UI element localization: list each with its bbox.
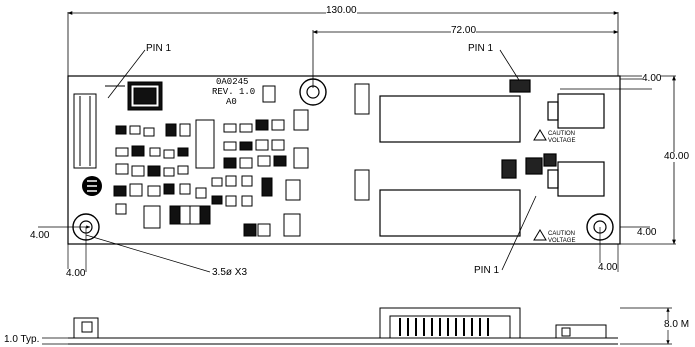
smd-part xyxy=(271,139,285,151)
smd-part xyxy=(149,147,161,157)
smd-part xyxy=(115,203,127,215)
caution-sub-bottom: VOLTAGE xyxy=(548,238,576,244)
smd-part xyxy=(225,175,237,187)
connector-right-top xyxy=(509,79,605,129)
board-thickness-label: 1.0 Typ. xyxy=(4,334,40,345)
side-view xyxy=(68,307,618,345)
smd-part xyxy=(115,163,129,175)
smd-components xyxy=(113,119,287,237)
dim-left-vertical-label: 4.00 xyxy=(66,268,86,279)
pin1-callout-bottom-right: PIN 1 xyxy=(474,265,500,276)
smd-part xyxy=(257,155,271,167)
smd-part xyxy=(241,175,253,187)
silk-part-number: 0A0245 xyxy=(216,77,249,87)
side-view-fins xyxy=(399,318,489,336)
caution-triangle-bottom xyxy=(533,229,547,241)
dim-hole-offset xyxy=(312,30,619,88)
pcb-outline xyxy=(67,75,621,245)
smd-part xyxy=(261,177,273,197)
silk-revision: REV. 1.0 xyxy=(212,87,256,97)
smd-part xyxy=(179,205,191,225)
smd-part xyxy=(163,149,175,159)
pin1-callout-left: PIN 1 xyxy=(146,43,172,54)
smd-part xyxy=(189,205,201,225)
smd-part xyxy=(165,123,177,137)
dim-right-bottom-vertical-label: 4.00 xyxy=(598,262,618,273)
mounting-hole-left xyxy=(72,213,100,241)
caution-label-bottom: CAUTION xyxy=(548,231,575,237)
smd-part xyxy=(199,205,211,225)
caution-label-top: CAUTION xyxy=(548,131,575,137)
smd-part xyxy=(115,147,129,157)
dim-side-height-label: 8.0 M xyxy=(664,319,690,330)
smd-part xyxy=(223,141,237,151)
transformer-bottom xyxy=(379,189,521,237)
smd-part xyxy=(129,125,141,135)
caution-sub-top: VOLTAGE xyxy=(548,138,576,144)
smd-part xyxy=(255,139,269,151)
smd-part xyxy=(257,223,271,237)
smd-part xyxy=(239,141,253,151)
manufacturer-logo xyxy=(82,176,102,196)
smd-part xyxy=(177,165,189,175)
dim-left-edges xyxy=(38,225,211,273)
dim-overall-length-label: 130.00 xyxy=(326,5,357,16)
smd-part xyxy=(131,165,145,177)
smd-part xyxy=(241,195,253,207)
side-height-value: 8.0 xyxy=(664,319,678,330)
dim-overall-width-label: 40.00 xyxy=(664,151,690,162)
side-height-unit: M xyxy=(680,319,690,330)
dim-side xyxy=(42,307,672,345)
connector-right-bottom xyxy=(501,153,605,197)
smd-part xyxy=(243,223,257,237)
smd-part xyxy=(273,155,287,167)
smd-part xyxy=(223,123,237,133)
smd-part xyxy=(163,183,175,195)
caution-triangle-top xyxy=(533,129,547,141)
smd-part xyxy=(271,119,285,131)
smd-part xyxy=(211,177,223,187)
dim-right-bottom-label: 4.00 xyxy=(637,227,657,238)
smd-part xyxy=(195,187,207,199)
dim-right-top-label: 4.00 xyxy=(642,73,662,84)
pin1-callout-top-right: PIN 1 xyxy=(468,43,494,54)
smd-part xyxy=(169,205,181,225)
smd-part xyxy=(147,165,161,177)
smd-part xyxy=(115,125,127,135)
smd-part xyxy=(129,183,143,197)
smd-part xyxy=(223,157,237,169)
transformer-top xyxy=(379,95,521,143)
smd-part xyxy=(163,167,175,177)
smd-part xyxy=(239,157,253,169)
smd-part xyxy=(239,123,253,133)
smd-part xyxy=(225,195,237,207)
component-area xyxy=(127,81,370,237)
mounting-hole-right xyxy=(586,213,614,241)
silk-rev-suffix: A0 xyxy=(226,97,237,107)
smd-part xyxy=(255,119,269,131)
smd-part xyxy=(131,145,145,157)
smd-part xyxy=(177,147,189,157)
hole-spec-label: 3.5ø X3 xyxy=(212,267,248,278)
smd-part xyxy=(147,185,161,197)
smd-part xyxy=(143,127,155,137)
smd-part xyxy=(179,123,191,137)
smd-part xyxy=(179,183,191,195)
dim-left-horizontal-label: 4.00 xyxy=(30,230,50,241)
connector-left xyxy=(73,85,125,169)
dim-hole-offset-label: 72.00 xyxy=(451,25,477,36)
smd-part xyxy=(113,185,127,197)
smd-part xyxy=(211,195,223,205)
mounting-hole-top xyxy=(299,78,327,106)
